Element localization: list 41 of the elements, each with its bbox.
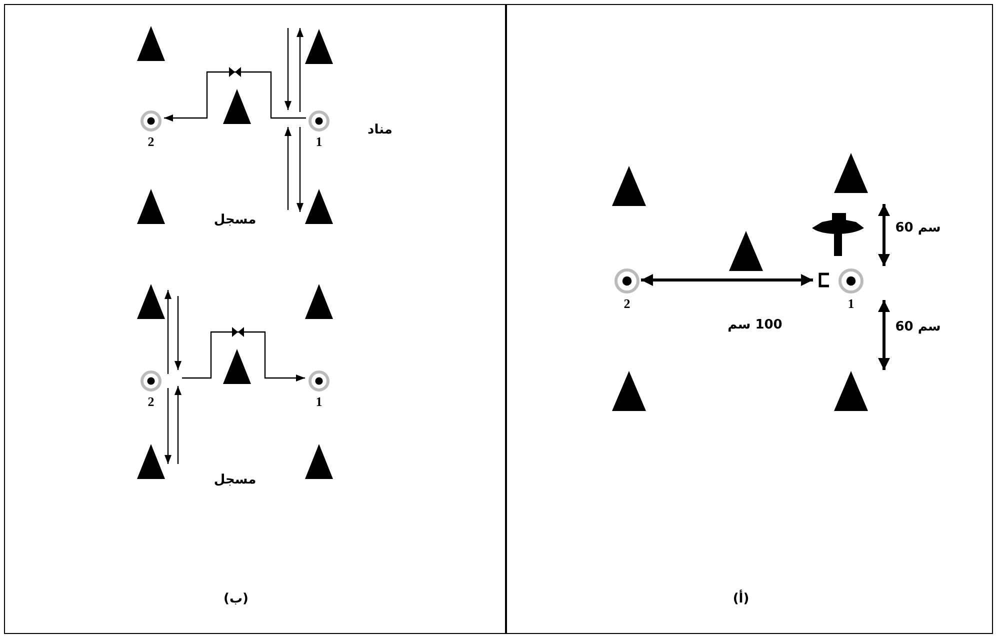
cone	[223, 88, 251, 124]
arrow	[182, 331, 305, 382]
arrow	[296, 28, 304, 112]
marker-disc: 1	[307, 109, 331, 148]
cone	[612, 371, 646, 411]
text-label: مناد	[368, 124, 392, 136]
arrow	[296, 127, 304, 212]
marker-disc: 2	[139, 109, 163, 148]
cone	[305, 188, 333, 224]
arrow	[164, 71, 306, 122]
marker-disc: 1	[307, 369, 331, 408]
cone	[612, 166, 646, 206]
arrow	[164, 388, 172, 464]
arrow	[284, 28, 292, 110]
cone	[834, 153, 868, 193]
cone	[834, 371, 868, 411]
cone	[137, 26, 165, 60]
panel-frame	[506, 4, 993, 634]
cone	[305, 28, 333, 64]
arrow	[878, 300, 890, 370]
arrow	[284, 127, 292, 210]
arrow	[174, 296, 182, 370]
text-label: مسجل	[214, 474, 256, 486]
arrow	[164, 290, 172, 374]
cone	[305, 284, 333, 318]
panel-caption: (ب)	[224, 592, 248, 606]
cone	[137, 444, 165, 478]
text-label: مسجل	[214, 214, 256, 226]
cone	[223, 348, 251, 384]
edge-label: 60 سم	[895, 320, 941, 334]
edge-label: 100 سم	[728, 318, 782, 332]
arrow	[641, 274, 813, 286]
cone	[137, 188, 165, 224]
cone	[729, 231, 763, 271]
arrow	[174, 386, 182, 464]
marker-disc: 2	[139, 369, 163, 408]
cone	[137, 284, 165, 318]
arrow	[878, 204, 890, 266]
cone	[305, 444, 333, 478]
panel-frame	[4, 4, 506, 634]
edge-label: 60 سم	[895, 222, 941, 234]
